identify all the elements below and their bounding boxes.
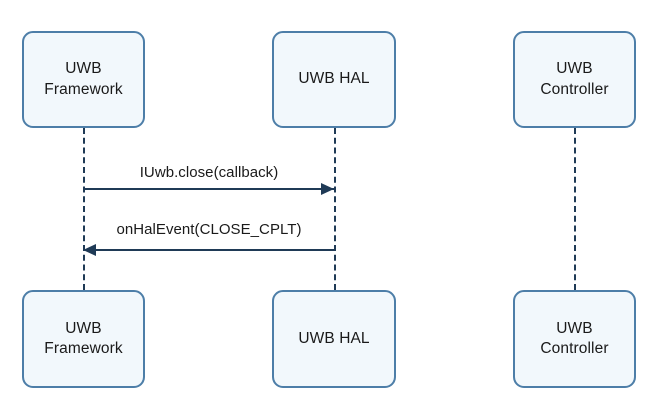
participant-label-line1: UWB HAL — [298, 70, 370, 88]
message-label-onhalevent-close-cplt: onHalEvent(CLOSE_CPLT) — [116, 221, 302, 238]
participant-box-uwb-hal-top[interactable]: UWB HAL — [272, 31, 396, 128]
message-arrowhead-onhalevent-close-cplt — [83, 244, 96, 256]
participant-box-uwb-controller-bottom[interactable]: UWB Controller — [513, 290, 636, 388]
participant-label-line1: UWB — [65, 60, 102, 78]
participant-label-line2: Controller — [540, 80, 609, 98]
message-line-iuwb-close — [83, 188, 334, 190]
message-line-onhalevent-close-cplt — [83, 249, 334, 251]
participant-box-uwb-framework-top[interactable]: UWB Framework — [22, 31, 145, 128]
participant-box-uwb-controller-top[interactable]: UWB Controller — [513, 31, 636, 128]
participant-label-line1: UWB — [65, 319, 102, 337]
message-arrowhead-iuwb-close — [321, 183, 334, 195]
participant-label-line2: Controller — [540, 340, 609, 357]
participant-label-line2: Framework — [44, 340, 123, 357]
participant-label-line1: UWB HAL — [298, 329, 370, 347]
lifeline-uwb-controller — [574, 128, 576, 290]
participant-label-line1: UWB — [556, 319, 593, 337]
lifeline-uwb-hal — [334, 128, 336, 290]
participant-label-line1: UWB — [556, 60, 593, 78]
message-label-iuwb-close: IUwb.close(callback) — [139, 164, 279, 181]
participant-box-uwb-hal-bottom[interactable]: UWB HAL — [272, 290, 396, 388]
lifeline-uwb-framework — [83, 128, 85, 290]
participant-label-line2: Framework — [44, 80, 123, 98]
participant-box-uwb-framework-bottom[interactable]: UWB Framework — [22, 290, 145, 388]
